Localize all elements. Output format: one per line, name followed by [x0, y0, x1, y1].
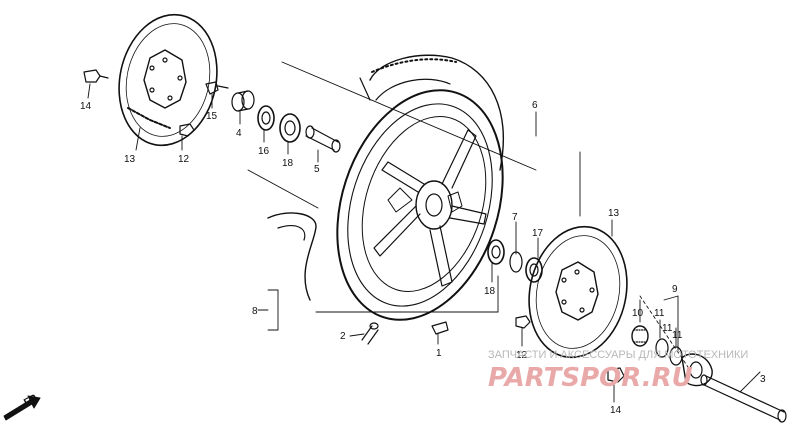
wheel-rim	[336, 89, 504, 321]
label-part-14-left: 14	[80, 101, 92, 112]
label-part-4: 4	[236, 128, 242, 139]
label-part-3: 3	[760, 374, 766, 385]
label-part-12-right: 12	[516, 350, 528, 361]
front-direction-arrow	[3, 395, 41, 421]
part-labels: 14 13 12 15 4 16 18 5 6 7 17 13 18 9 11 …	[22, 100, 766, 416]
label-part-13-right: 13	[608, 208, 620, 219]
watermark-brand: PARTSPOR.RU	[488, 363, 693, 393]
label-part-11-low: 11	[672, 330, 683, 341]
label-part-12-left: 12	[178, 154, 190, 165]
bolt-right	[607, 367, 625, 383]
dust-seal-16	[257, 105, 275, 131]
right-brake-disc	[528, 225, 628, 359]
label-part-18-right: 18	[484, 286, 496, 297]
label-part-14-right: 14	[610, 405, 622, 416]
label-part-1: 1	[436, 348, 442, 359]
speedometer-gear-10	[631, 325, 649, 347]
label-part-17: 17	[532, 228, 544, 239]
leader-lines	[87, 61, 761, 403]
watermark-caption: ЗАПЧАСТИ И АКСЕССУАРЫ ДЛЯ МОТОТЕХНИКИ	[488, 349, 748, 361]
label-part-13-left: 13	[124, 154, 136, 165]
tire	[267, 54, 504, 301]
label-part-10: 10	[632, 308, 644, 319]
label-front-direction: FR.	[22, 391, 42, 408]
bolt-15	[205, 81, 229, 95]
collar-4	[231, 90, 255, 112]
nut-right	[515, 315, 531, 329]
distance-collar-5	[305, 125, 341, 153]
valve-cap	[431, 321, 449, 335]
label-part-18-left: 18	[282, 158, 294, 169]
nut-left	[179, 123, 195, 137]
label-part-9: 9	[672, 284, 678, 295]
left-brake-disc	[118, 13, 218, 147]
spacer-11	[655, 338, 683, 366]
valve-stem	[361, 322, 379, 345]
label-part-6: 6	[532, 100, 538, 111]
label-part-8: 8	[252, 306, 258, 317]
front-axle-3	[700, 374, 787, 423]
bearing-right	[487, 239, 505, 265]
label-part-11-top: 11	[654, 308, 665, 319]
label-part-11-mid: 11	[662, 323, 673, 334]
label-part-2: 2	[340, 331, 346, 342]
circlip-7	[509, 251, 523, 273]
watermark: ЗАПЧАСТИ И АКСЕССУАРЫ ДЛЯ МОТОТЕХНИКИ PA…	[488, 349, 748, 393]
bearing-left	[279, 113, 301, 143]
gearbox-9	[681, 353, 713, 387]
label-part-15: 15	[206, 111, 218, 122]
label-part-5: 5	[314, 164, 320, 175]
bolt-left	[83, 69, 109, 83]
label-part-16: 16	[258, 146, 270, 157]
label-part-7: 7	[512, 212, 518, 223]
